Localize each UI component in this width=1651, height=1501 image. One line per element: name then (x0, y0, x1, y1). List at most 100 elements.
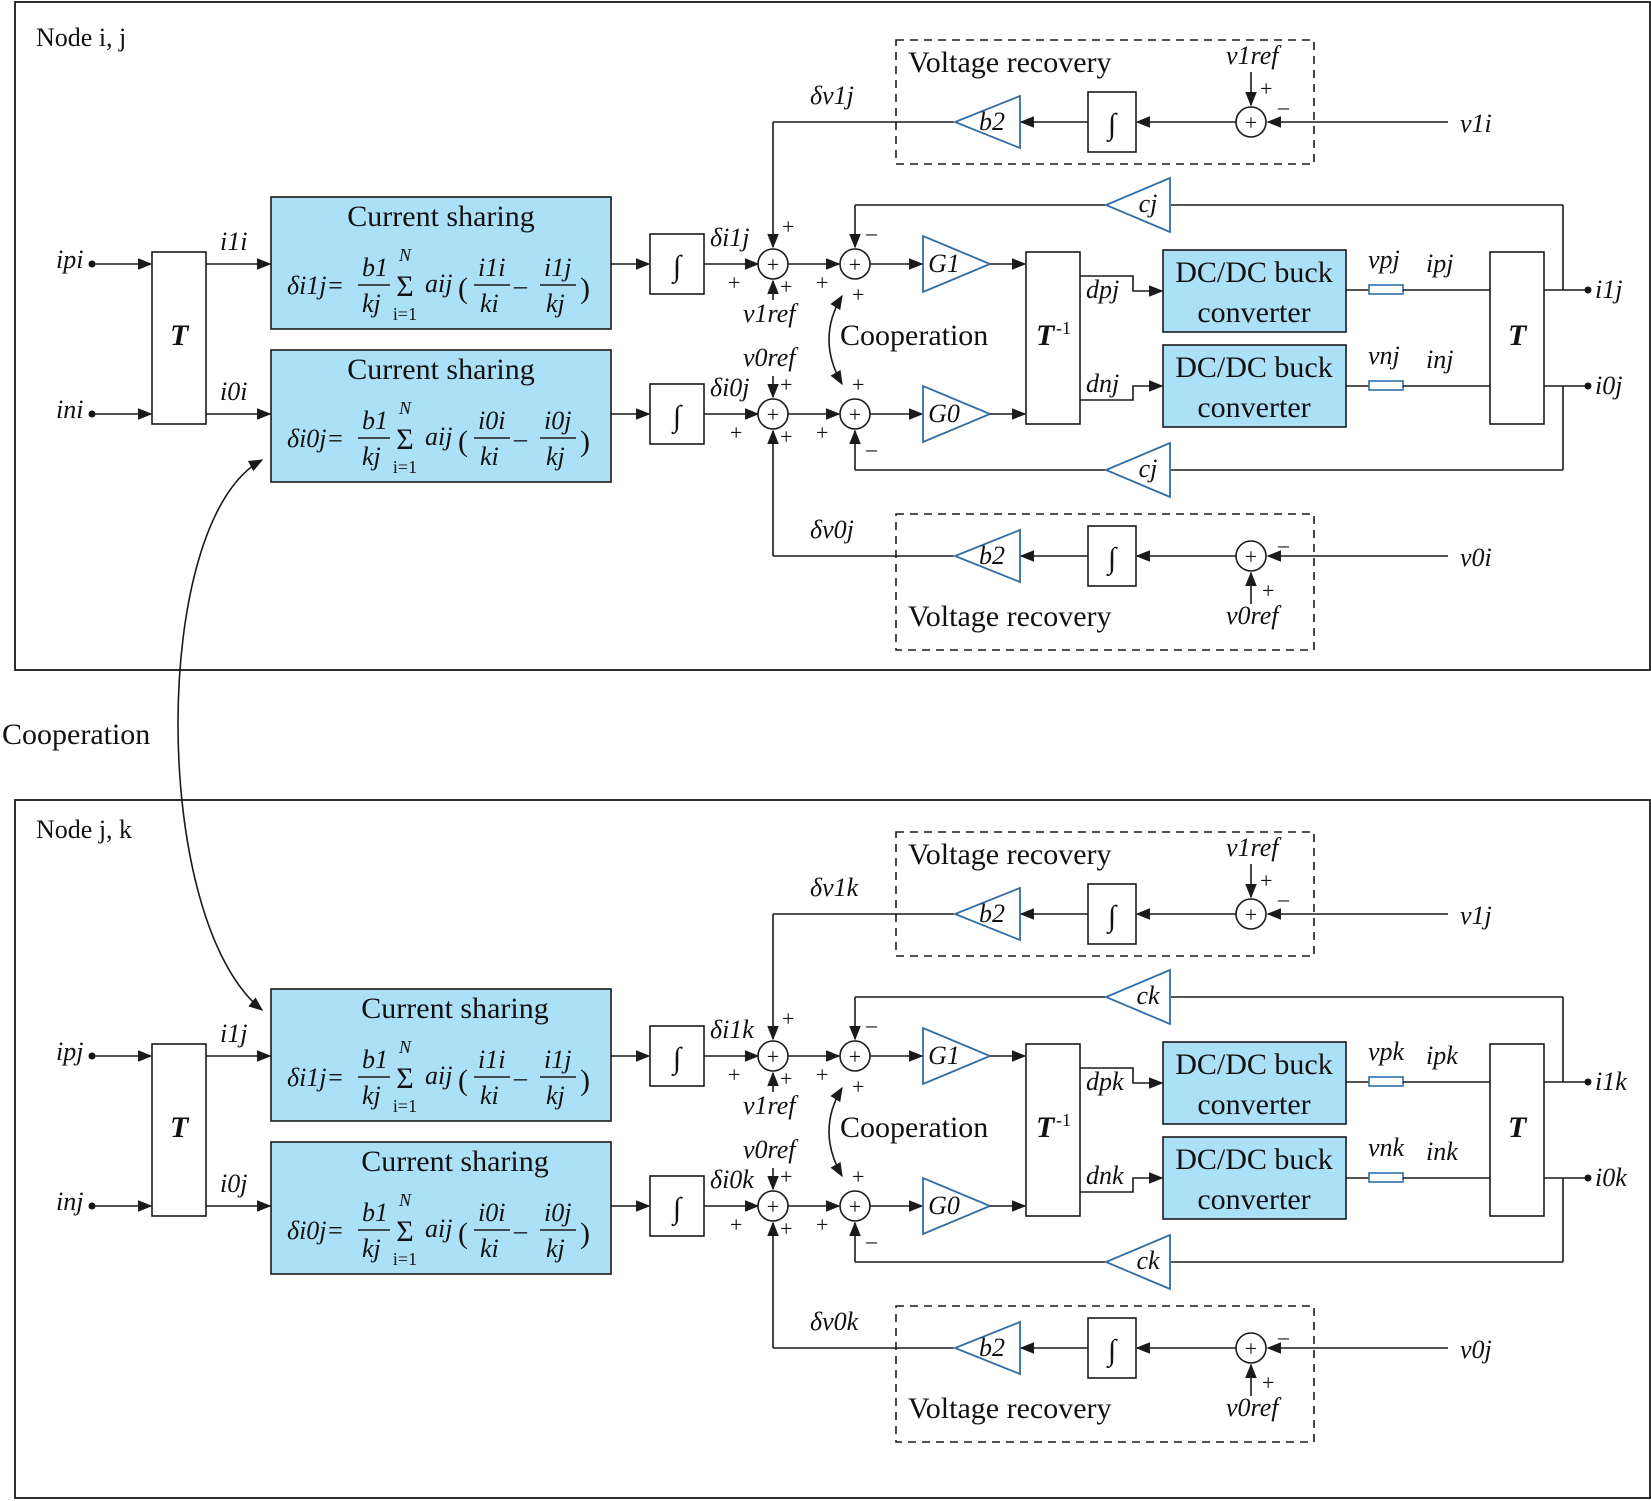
gain-g1 (922, 1026, 993, 1086)
c-gain-label: ck (1136, 1246, 1160, 1275)
cs-frac-num: b1 (362, 1198, 388, 1227)
g0-label: G0 (928, 1191, 960, 1220)
summing-junction (1235, 106, 1267, 138)
voltage-recovery-frame (895, 1305, 1315, 1443)
sum-lower: i=1 (393, 1096, 417, 1116)
cs-den-a: ki (480, 1234, 499, 1263)
t-inverse-block (1025, 1043, 1081, 1217)
integrator-symbol: ∫ (1106, 542, 1118, 577)
voltage-recovery-frame (895, 831, 1315, 957)
sign-plus: + (782, 214, 794, 239)
cs-lhs: δi0j= (287, 1216, 344, 1245)
cs-frac-num: b1 (362, 406, 388, 435)
cs-lhs: δi1j= (287, 1063, 344, 1092)
cs-minus: – (513, 424, 528, 453)
iout-top: ipk (1426, 1041, 1458, 1070)
c-gain-label: ck (1136, 981, 1160, 1010)
output-bottom: i0j (1595, 371, 1622, 400)
integrator-symbol: ∫ (671, 400, 683, 435)
sign-minus: – (1277, 1324, 1290, 1349)
sign-plus: + (780, 1066, 792, 1091)
delta-i-bottom: δi0k (710, 1165, 754, 1194)
cs-lhs: δi1j= (287, 271, 344, 300)
sign-plus: + (780, 424, 792, 449)
integrator-block (1087, 91, 1137, 153)
t-transform-block (151, 251, 207, 425)
gain-g0 (922, 1176, 993, 1236)
delta-v-top: δv1k (810, 873, 859, 902)
integrator-block (649, 1175, 705, 1237)
duty-top: dpk (1086, 1067, 1124, 1096)
current-sharing-block-top (270, 196, 612, 330)
cs-den-b: kj (546, 1234, 565, 1263)
cs-den-a: ki (480, 1081, 499, 1110)
duty-bottom: dnj (1086, 369, 1119, 398)
voltage-recovery-label: Voltage recovery (908, 1392, 1112, 1425)
vout-top: vpk (1368, 1037, 1405, 1066)
t-block-label: T (170, 319, 190, 352)
resistor (1368, 1172, 1404, 1183)
gain-g1 (922, 234, 993, 294)
g0-label: G0 (928, 399, 960, 428)
t-inverse-sup: -1 (1056, 1110, 1071, 1130)
output-terminal (1584, 382, 1592, 390)
sign-minus: – (1277, 886, 1290, 911)
cs-num-b: i1j (544, 1045, 571, 1074)
cooperation-arc (828, 1086, 843, 1178)
delta-i-bottom: δi0j (710, 373, 750, 402)
paren-close: ) (580, 425, 590, 458)
sign-plus: + (852, 1164, 864, 1189)
cs-minus: – (513, 1216, 528, 1245)
output-bottom: i0k (1595, 1163, 1627, 1192)
cs-num-a: i0i (478, 1198, 505, 1227)
v0ref-label: v0ref (743, 343, 799, 372)
voltage-recovery-frame (895, 513, 1315, 651)
delta-v-bottom: δv0k (810, 1307, 859, 1336)
v-in-top: v1j (1460, 901, 1492, 930)
t-output-top: i1j (220, 1019, 247, 1048)
sign-plus: + (852, 282, 864, 307)
cs-aij: aij (425, 1214, 452, 1243)
v1ref-label: v1ref (1226, 833, 1282, 862)
sign-minus: – (865, 1012, 878, 1037)
integrator-symbol: ∫ (671, 1192, 683, 1227)
sign-plus: + (780, 1216, 792, 1241)
summing-junction (1235, 898, 1267, 930)
converter-label: DC/DC buck (1175, 1143, 1333, 1176)
v-in-bottom: v0i (1460, 543, 1492, 572)
sum-sign: Σ (396, 1215, 413, 1248)
cs-den-b: kj (546, 289, 565, 318)
integrator-symbol: ∫ (1106, 1334, 1118, 1369)
cs-aij: aij (425, 422, 452, 451)
delta-i-top: δi1j (710, 223, 750, 252)
t-output-bottom: i0j (220, 1169, 247, 1198)
iout-bottom: ink (1426, 1137, 1458, 1166)
integrator-symbol: ∫ (1106, 900, 1118, 935)
cs-lhs: δi0j= (287, 424, 344, 453)
converter-label: converter (1197, 391, 1310, 424)
integrator-symbol: ∫ (671, 1042, 683, 1077)
t-transform-block (1489, 1043, 1545, 1217)
cs-num-b: i1j (544, 253, 571, 282)
v1ref-label: v1ref (743, 299, 799, 328)
sign-plus: + (780, 1164, 792, 1189)
output-top: i1k (1595, 1067, 1627, 1096)
converter-label: converter (1197, 296, 1310, 329)
inter-node-cooperation-label: Cooperation (2, 718, 150, 751)
gain-c-bottom (1103, 441, 1171, 499)
integrator-symbol: ∫ (671, 250, 683, 285)
summer-plus: + (767, 1044, 779, 1069)
output-terminal (1584, 286, 1592, 294)
vout-bottom: vnk (1368, 1133, 1405, 1162)
sign-plus: + (730, 420, 742, 445)
integrator-block (1087, 525, 1137, 587)
sum-lower: i=1 (393, 457, 417, 477)
converter-label: DC/DC buck (1175, 1048, 1333, 1081)
t-block-label: T (1508, 319, 1528, 352)
sum-sign: Σ (396, 270, 413, 303)
summer-plus: + (849, 252, 861, 277)
vout-top: vpj (1368, 245, 1400, 274)
iout-top: ipj (1426, 249, 1453, 278)
t-inverse-label: T (1036, 1111, 1056, 1144)
cs-num-a: i1i (478, 253, 505, 282)
